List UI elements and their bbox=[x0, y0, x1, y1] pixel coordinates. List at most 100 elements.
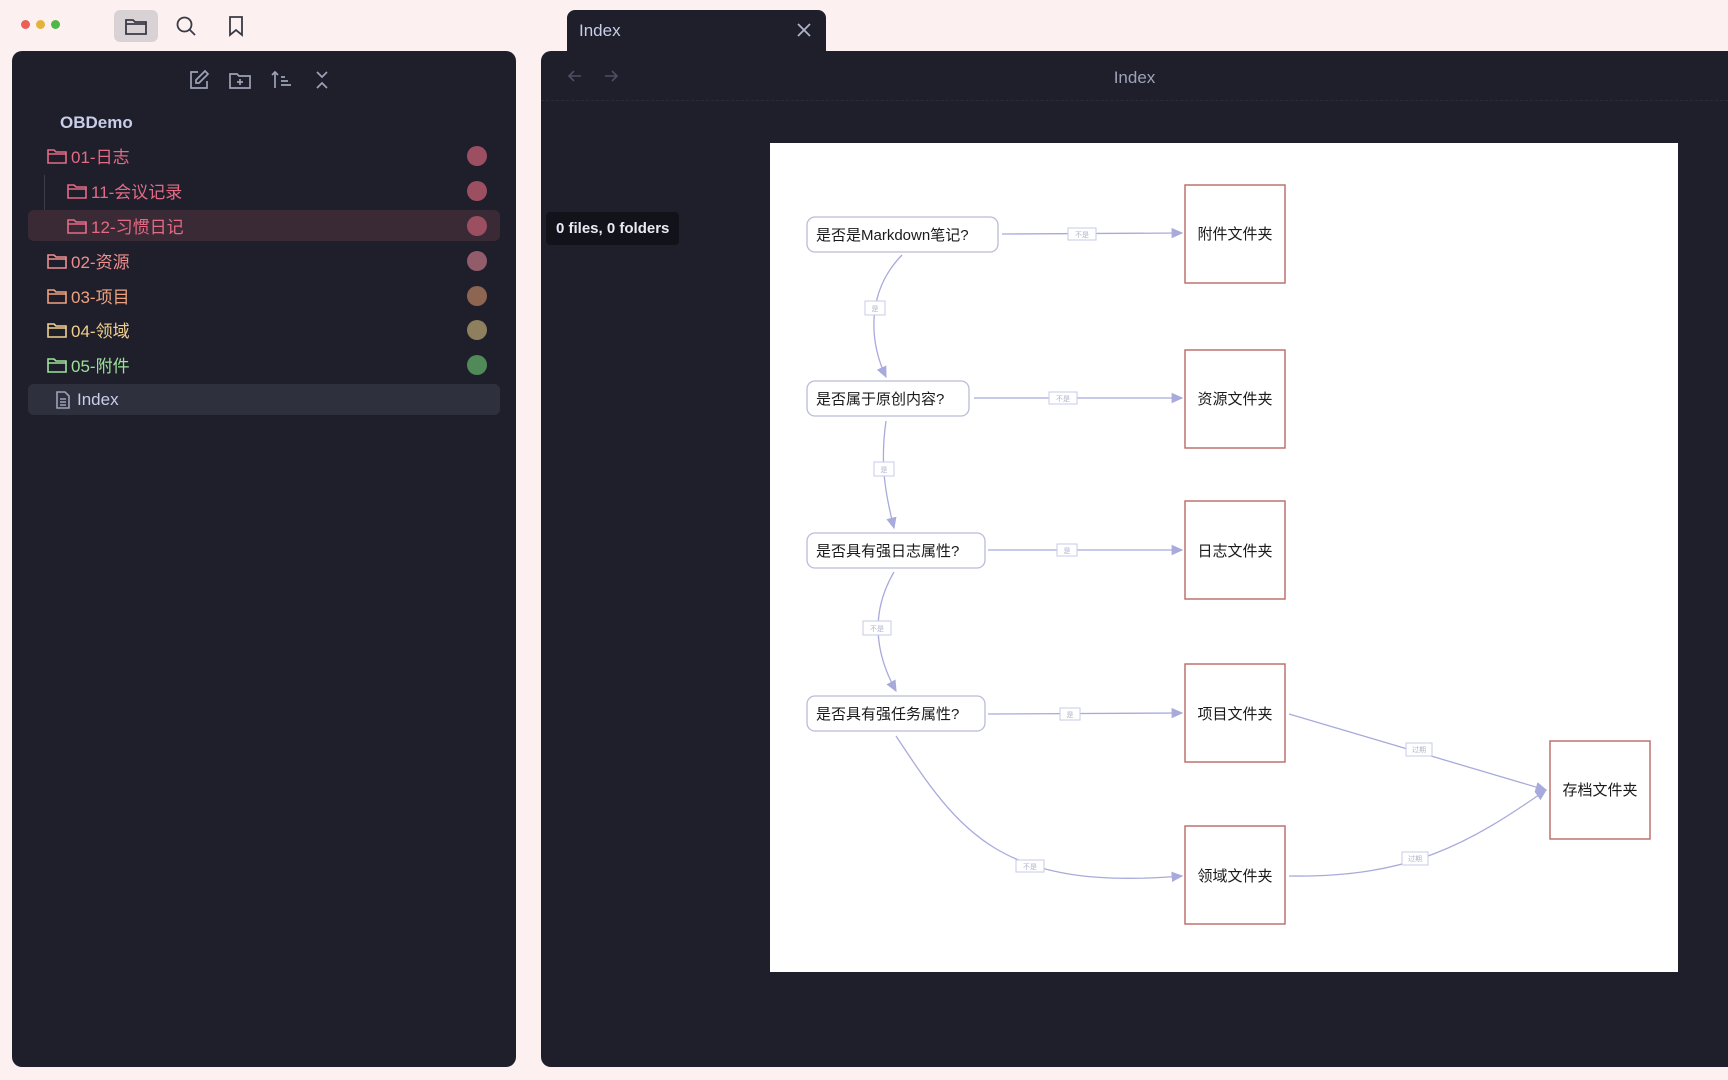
folder-color-dot bbox=[467, 319, 487, 340]
folder-color-dot bbox=[467, 180, 487, 201]
edge-label-projects-expired: 过期 bbox=[1405, 742, 1433, 757]
edge-areas-archive bbox=[1288, 789, 1548, 877]
svg-text:过期: 过期 bbox=[1412, 745, 1426, 754]
tab-index[interactable]: Index bbox=[567, 10, 826, 52]
edge-label-q4-no: 不是 bbox=[1015, 859, 1045, 873]
folder-color-dot bbox=[467, 285, 487, 306]
folder-color-dot bbox=[467, 354, 487, 375]
search-icon bbox=[176, 16, 196, 36]
minimize-window-button[interactable] bbox=[36, 20, 45, 29]
close-window-button[interactable] bbox=[21, 20, 30, 29]
folder-node-archive[interactable]: 存档文件夹 bbox=[1549, 740, 1651, 840]
view-title: Index bbox=[1113, 68, 1156, 87]
new-folder-icon bbox=[229, 73, 251, 89]
new-note-icon bbox=[190, 69, 210, 89]
tree-item-label: 11-会议记录 bbox=[91, 183, 183, 202]
collapse-all-icon bbox=[316, 71, 328, 89]
edge-q2-q3 bbox=[882, 420, 897, 530]
tree-item-12-habit-journal[interactable]: 12-习惯日记 bbox=[28, 210, 500, 241]
vault-name[interactable]: OBDemo bbox=[60, 113, 133, 132]
svg-text:领域文件夹: 领域文件夹 bbox=[1197, 868, 1272, 885]
edge-label-areas-expired: 过期 bbox=[1401, 851, 1429, 866]
back-button[interactable] bbox=[565, 66, 585, 86]
tree-item-label: 05-附件 bbox=[71, 357, 130, 376]
tree-item-02-resources[interactable]: 02-资源 bbox=[28, 245, 500, 276]
svg-text:是: 是 bbox=[1067, 711, 1074, 719]
maximize-window-button[interactable] bbox=[51, 20, 60, 29]
folder-color-dot bbox=[467, 215, 487, 236]
tree-item-label: 04-领域 bbox=[71, 322, 130, 341]
svg-text:存档文件夹: 存档文件夹 bbox=[1562, 782, 1637, 799]
edge-q4-areas bbox=[895, 735, 1184, 883]
tree-item-11-meeting-notes[interactable]: 11-会议记录 bbox=[28, 175, 500, 206]
edge-label-q1-no: 不是 bbox=[1067, 227, 1097, 241]
bookmarks-button[interactable] bbox=[214, 10, 258, 42]
file-explorer-sidebar: OBDemo 01-日志 11-会议记录 12-习惯日记 02-资源 03-项目 04-领… bbox=[12, 51, 516, 1067]
search-button[interactable] bbox=[164, 10, 208, 42]
edge-labels: 不是 不是 是 是 不是 是 是 不是 过期 过期 bbox=[862, 227, 1433, 873]
ribbon bbox=[114, 10, 258, 42]
tree-item-05-attachments[interactable]: 05-附件 bbox=[28, 349, 500, 380]
svg-text:日志文件夹: 日志文件夹 bbox=[1197, 543, 1272, 560]
tree-item-label: 03-项目 bbox=[71, 288, 130, 307]
tree-item-04-areas[interactable]: 04-领域 bbox=[28, 314, 500, 345]
svg-text:不是: 不是 bbox=[1023, 863, 1037, 871]
folder-icon bbox=[66, 217, 88, 235]
file-explorer-button[interactable] bbox=[114, 10, 158, 42]
folder-icon bbox=[66, 182, 88, 200]
edge-q1-q2 bbox=[873, 254, 903, 379]
folder-tooltip: 0 files, 0 folders bbox=[546, 212, 680, 245]
folder-icon bbox=[46, 147, 68, 165]
svg-text:是否属于原创内容?: 是否属于原创内容? bbox=[816, 391, 944, 408]
tree-item-label: 01-日志 bbox=[71, 148, 130, 167]
flowchart-canvas: 不是 不是 是 是 不是 是 是 不是 过期 过期 是否是Markdown笔记?… bbox=[770, 143, 1678, 972]
svg-text:项目文件夹: 项目文件夹 bbox=[1197, 706, 1272, 723]
folder-color-dot bbox=[467, 145, 487, 166]
sort-button[interactable] bbox=[270, 69, 292, 91]
question-node-2[interactable]: 是否属于原创内容? bbox=[806, 380, 970, 417]
folder-icon bbox=[46, 321, 68, 339]
folder-node-resources[interactable]: 资源文件夹 bbox=[1184, 349, 1286, 449]
svg-text:附件文件夹: 附件文件夹 bbox=[1197, 226, 1272, 243]
svg-text:资源文件夹: 资源文件夹 bbox=[1197, 391, 1272, 408]
folder-node-projects[interactable]: 项目文件夹 bbox=[1184, 663, 1286, 763]
folder-icon bbox=[46, 287, 68, 305]
edge-label-q2-yes: 是 bbox=[873, 461, 895, 477]
arrow-left-icon bbox=[567, 70, 581, 82]
navigation-buttons bbox=[565, 66, 621, 86]
tab-close-button[interactable] bbox=[794, 20, 814, 40]
question-node-3[interactable]: 是否具有强日志属性? bbox=[806, 532, 986, 569]
tree-item-01-journal[interactable]: 01-日志 bbox=[28, 140, 500, 171]
svg-text:是: 是 bbox=[881, 466, 888, 474]
folder-node-journal[interactable]: 日志文件夹 bbox=[1184, 500, 1286, 600]
sort-icon bbox=[271, 70, 291, 88]
folder-color-dot bbox=[467, 250, 487, 271]
tree-item-label: Index bbox=[77, 389, 119, 409]
folder-icon bbox=[46, 252, 68, 270]
tree-item-index[interactable]: Index bbox=[28, 384, 500, 415]
svg-text:不是: 不是 bbox=[870, 625, 884, 633]
folder-icon bbox=[125, 19, 147, 35]
nesting-guide bbox=[44, 175, 45, 239]
close-icon bbox=[797, 23, 811, 37]
header-divider bbox=[541, 100, 1728, 101]
edge-label-q2-no: 不是 bbox=[1048, 391, 1078, 405]
question-node-1[interactable]: 是否是Markdown笔记? bbox=[806, 216, 999, 253]
tree-item-label: 02-资源 bbox=[71, 253, 130, 272]
folder-node-areas[interactable]: 领域文件夹 bbox=[1184, 825, 1286, 925]
tree-item-03-projects[interactable]: 03-项目 bbox=[28, 280, 500, 311]
arrow-right-icon bbox=[605, 70, 619, 82]
folder-nodes: 附件文件夹 资源文件夹 日志文件夹 项目文件夹 领域文件夹 存档文件夹 bbox=[1184, 184, 1651, 925]
edge-q4-projects bbox=[987, 707, 1184, 719]
question-nodes: 是否是Markdown笔记? 是否属于原创内容? 是否具有强日志属性? 是否具有… bbox=[806, 216, 999, 732]
edge-label-q1-yes: 是 bbox=[864, 300, 886, 316]
edge-label-q4-yes: 是 bbox=[1059, 707, 1081, 721]
folder-node-attachments[interactable]: 附件文件夹 bbox=[1184, 184, 1286, 284]
tree-item-label: 12-习惯日记 bbox=[91, 218, 184, 237]
forward-button[interactable] bbox=[601, 66, 621, 86]
new-note-button[interactable] bbox=[188, 69, 210, 91]
question-node-4[interactable]: 是否具有强任务属性? bbox=[806, 695, 986, 732]
tab-title: Index bbox=[579, 21, 621, 40]
collapse-all-button[interactable] bbox=[311, 69, 333, 91]
new-folder-button[interactable] bbox=[229, 69, 251, 91]
